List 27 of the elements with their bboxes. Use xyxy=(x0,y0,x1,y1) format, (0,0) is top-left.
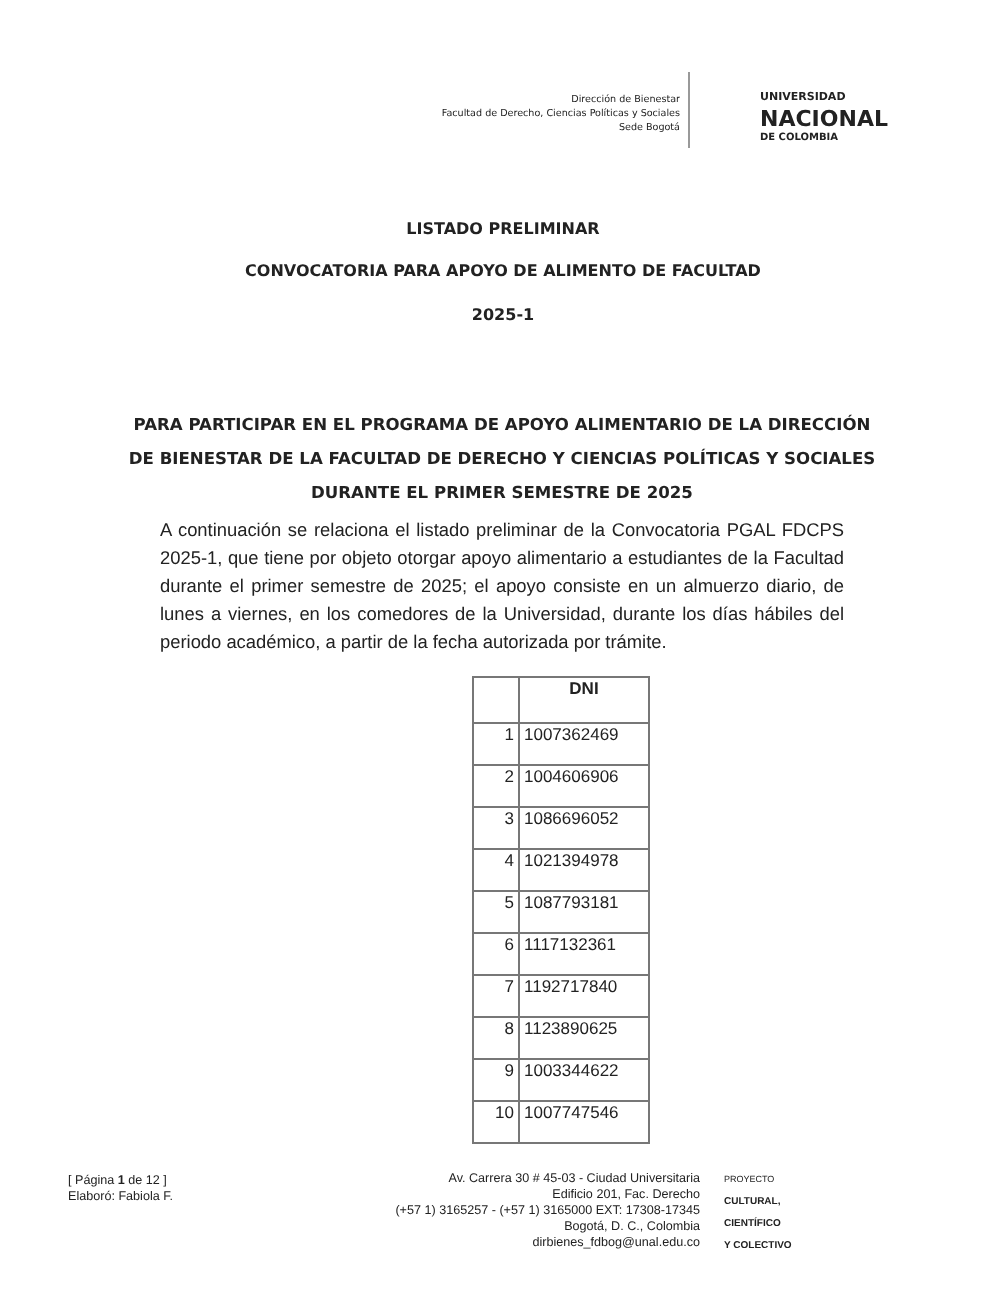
document-title: LISTADO PRELIMINAR xyxy=(404,220,602,238)
dni-value: 1192717840 xyxy=(524,976,618,996)
dni-value: 1007362469 xyxy=(524,724,619,744)
body-paragraph: A continuación se relaciona el listado preliminar de la Convocatoria PGAL FDCPS 2025-1, que tiene por objeto otorgar apoyo alimentario a estudiantes de la Facultad durante el primer semestre de 2025; el apoyo consiste en un almuerzo diario, de lunes a viernes, en los comedores de la Universidad, durante los días hábiles del periodo académico, a partir de la fecha autorizada por trámite. xyxy=(160,518,844,656)
row-number: 2 xyxy=(504,766,514,786)
dni-value: 1003344622 xyxy=(524,1060,619,1080)
document-title: 2025-1 xyxy=(469,306,537,324)
dni-value: 1087793181 xyxy=(524,892,619,912)
row-number: 9 xyxy=(504,1060,514,1080)
row-number: 1 xyxy=(504,724,514,744)
document-title: CONVOCATORIA PARA APOYO DE ALIMENTO DE FACULTAD xyxy=(243,262,763,280)
dni-value: 1117132361 xyxy=(524,934,617,954)
row-number: 10 xyxy=(495,1102,514,1122)
column-header: DNI xyxy=(569,678,599,698)
dni-value: 1007747546 xyxy=(524,1102,619,1122)
dni-value: 1021394978 xyxy=(524,850,619,870)
dni-value: 1123890625 xyxy=(524,1018,618,1038)
row-number: 4 xyxy=(504,850,514,870)
university-name: NACIONAL xyxy=(760,106,888,132)
row-number: 7 xyxy=(504,976,514,996)
dni-value: 1086696052 xyxy=(524,808,619,828)
section-heading: PARA PARTICIPAR EN EL PROGRAMA DE APOYO ALIMENTARIO DE LA DIRECCIÓN DE BIENESTAR DE LA FACULTAD DE DERECHO Y CIENCIAS POLÍTICAS Y SOCIALES DURANTE EL PRIMER SEMESTRE DE 2025 xyxy=(126,412,878,506)
row-number: 8 xyxy=(504,1018,514,1038)
row-number: 5 xyxy=(504,892,514,912)
row-number: 6 xyxy=(504,934,514,954)
row-number: 3 xyxy=(504,808,514,828)
dni-value: 1004606906 xyxy=(524,766,619,786)
